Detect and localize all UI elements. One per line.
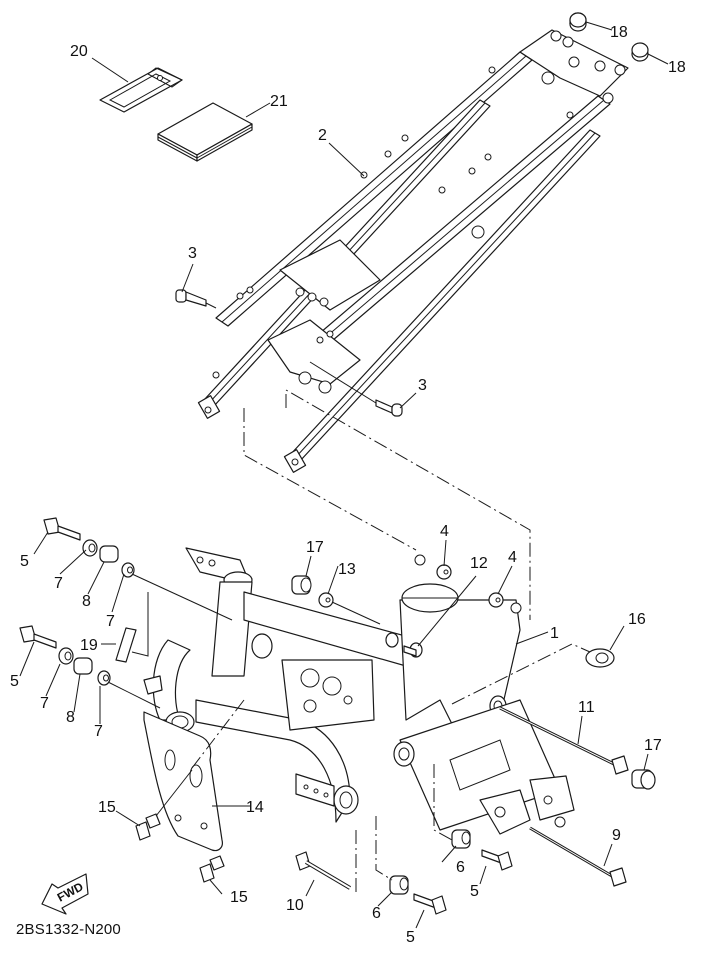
part-2-rear-frame[interactable] [197, 29, 629, 473]
part-6-collar-b[interactable] [389, 875, 409, 895]
leader-lines [19, 21, 669, 929]
callout-3b[interactable]: 3 [418, 377, 427, 394]
part-6-collar-a[interactable] [451, 829, 471, 849]
callout-11[interactable]: 11 [578, 699, 595, 716]
callout-14[interactable]: 14 [246, 799, 264, 816]
part-3-bolt-a[interactable] [175, 289, 217, 309]
callout-15a[interactable]: 15 [98, 799, 116, 816]
part-7-collar-c[interactable] [58, 647, 74, 665]
callout-7d[interactable]: 7 [94, 723, 103, 740]
part-7-collar-a[interactable] [82, 539, 98, 557]
diagram-reference-code: 2BS1332-N200 [16, 921, 121, 938]
part-8-collar-a[interactable] [99, 545, 119, 563]
callout-2[interactable]: 2 [318, 127, 327, 144]
callouts: 20 21 2 3 3 18 18 5 7 8 7 19 5 7 8 7 17 … [10, 24, 686, 946]
callout-9[interactable]: 9 [612, 827, 621, 844]
part-18-cap-a[interactable] [569, 12, 587, 32]
callout-5d[interactable]: 5 [406, 929, 415, 946]
callout-7b[interactable]: 7 [106, 613, 115, 630]
fwd-direction-arrow: FWD [41, 873, 89, 915]
callout-15b[interactable]: 15 [230, 889, 248, 906]
callout-5c[interactable]: 5 [470, 883, 479, 900]
assembly-line-right [285, 389, 531, 620]
part-15-bolt-a[interactable] [135, 769, 193, 841]
callout-3a[interactable]: 3 [188, 245, 197, 262]
callout-18a[interactable]: 18 [610, 24, 628, 41]
callout-4a[interactable]: 4 [440, 523, 449, 540]
part-17-cap-a[interactable] [291, 575, 312, 595]
part-13-nut[interactable] [318, 592, 381, 625]
part-7-collar-d[interactable] [97, 670, 111, 686]
part-12-adjusting-bolt[interactable] [385, 632, 423, 658]
callout-19[interactable]: 19 [80, 637, 98, 654]
part-4-nut-a[interactable] [436, 564, 452, 580]
part-21-owners-manual[interactable] [157, 102, 253, 162]
callout-6b[interactable]: 6 [372, 905, 381, 922]
part-5-bolt-b[interactable] [19, 625, 57, 649]
callout-7a[interactable]: 7 [54, 575, 63, 592]
part-3-bolt-b[interactable] [309, 361, 403, 417]
part-4-nut-b[interactable] [488, 592, 504, 608]
part-5-bolt-c[interactable] [481, 849, 513, 871]
callout-13[interactable]: 13 [338, 561, 356, 578]
part-5-bolt-a[interactable] [43, 517, 81, 541]
part-8-collar-b[interactable] [73, 657, 93, 675]
part-11-pivot-bolt[interactable] [499, 706, 629, 775]
part-1-main-frame[interactable] [143, 547, 575, 835]
callout-4b[interactable]: 4 [508, 549, 517, 566]
callout-12[interactable]: 12 [470, 555, 488, 572]
callout-21[interactable]: 21 [270, 93, 288, 110]
callout-6a[interactable]: 6 [456, 859, 465, 876]
callout-1[interactable]: 1 [550, 625, 559, 642]
part-7-collar-b[interactable] [121, 562, 135, 578]
callout-20[interactable]: 20 [70, 43, 88, 60]
part-16-lock-washer[interactable] [451, 643, 615, 705]
callout-7c[interactable]: 7 [40, 695, 49, 712]
callout-17a[interactable]: 17 [306, 539, 324, 556]
part-17-cap-b[interactable] [631, 769, 656, 790]
callout-8b[interactable]: 8 [66, 709, 75, 726]
part-9-bolt[interactable] [529, 826, 627, 887]
part-20-tool-case[interactable] [99, 67, 183, 113]
part-19-label[interactable] [115, 592, 149, 663]
part-18-cap-b[interactable] [631, 42, 649, 62]
assembly-line-left [243, 408, 417, 551]
callout-17b[interactable]: 17 [644, 737, 662, 754]
part-5-bolt-d[interactable] [413, 893, 447, 915]
callout-5a[interactable]: 5 [20, 553, 29, 570]
callout-8a[interactable]: 8 [82, 593, 91, 610]
part-10-bolt[interactable] [295, 830, 357, 894]
part-15-bolt-b[interactable] [199, 855, 225, 883]
callout-5b[interactable]: 5 [10, 673, 19, 690]
callout-18b[interactable]: 18 [668, 59, 686, 76]
callout-16[interactable]: 16 [628, 611, 646, 628]
callout-10[interactable]: 10 [286, 897, 304, 914]
